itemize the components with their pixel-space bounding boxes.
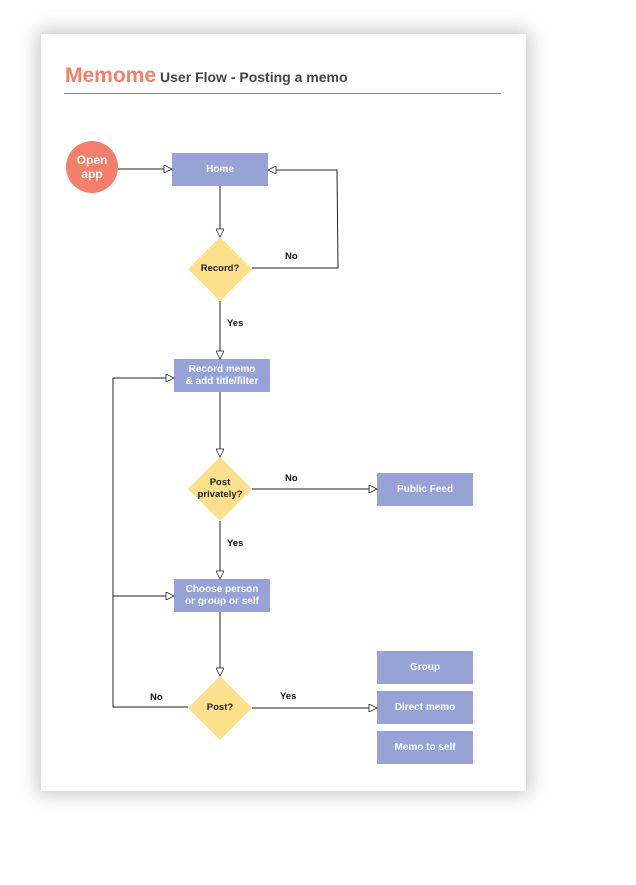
flow-title: User Flow - Posting a memo bbox=[160, 69, 348, 85]
node-record-memo bbox=[174, 359, 270, 392]
node-record-memo-label: Record memo & add title/filter bbox=[185, 363, 259, 387]
edge-label-private-no: No bbox=[285, 473, 298, 484]
start-node-label: Open app bbox=[76, 153, 108, 181]
decision-post-label: Post? bbox=[206, 702, 234, 713]
node-home-label: Home bbox=[206, 163, 234, 175]
edge-label-record-yes: Yes bbox=[227, 318, 244, 329]
node-memo-to-self bbox=[377, 731, 473, 764]
edge-label-record-no: No bbox=[285, 251, 298, 262]
edge-label-post-no: No bbox=[150, 692, 163, 703]
edge-label-private-yes: Yes bbox=[227, 538, 244, 549]
edge-post-no-loop bbox=[112, 378, 188, 708]
decision-record bbox=[188, 237, 252, 301]
node-public-feed-label: Public Feed bbox=[396, 483, 454, 495]
title-divider bbox=[64, 93, 501, 94]
decision-post-privately bbox=[188, 457, 252, 521]
node-group-label: Group bbox=[410, 661, 440, 673]
decision-record-label: Record? bbox=[200, 263, 240, 274]
node-memo-to-self-label: Memo to self bbox=[394, 741, 456, 753]
start-node-open-app bbox=[66, 141, 118, 193]
decision-post bbox=[188, 676, 252, 740]
edge-record-no-to-home bbox=[252, 170, 339, 269]
node-direct-memo-label: Direct memo bbox=[394, 701, 456, 713]
brand-name: Memome bbox=[65, 64, 157, 87]
node-choose-person bbox=[174, 579, 270, 612]
node-direct-memo bbox=[377, 691, 473, 724]
decision-post-privately-label: Post privately? bbox=[197, 477, 243, 500]
node-home bbox=[172, 153, 268, 186]
node-choose-person-label: Choose person or group or self bbox=[185, 583, 259, 607]
edge-label-post-yes: Yes bbox=[280, 691, 297, 702]
node-public-feed bbox=[377, 473, 473, 506]
node-group bbox=[377, 651, 473, 684]
